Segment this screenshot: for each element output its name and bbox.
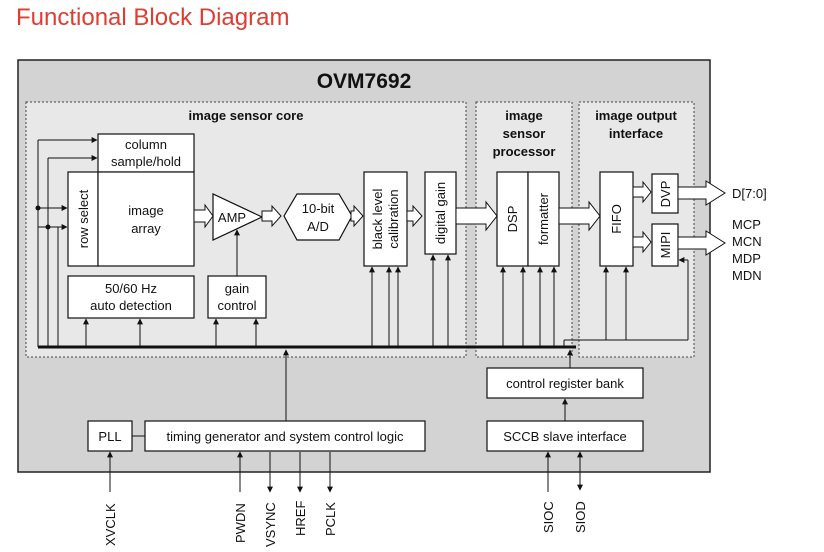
pin-siod: SIOD [573,501,588,533]
mipi-output-mcn: MCN [732,234,762,249]
auto-detection-label-1: 50/60 Hz [105,281,157,296]
amp-block [212,193,264,241]
diagram-title: Functional Block Diagram [16,4,290,31]
output-control-lines [563,257,689,347]
formatter-to-fifo-arrow [558,200,601,232]
timing-generator-label: timing generator and system control logi… [166,429,404,444]
image-array-block [97,171,195,267]
black-level-label-2: calibration [386,189,401,248]
sccb-interface-label: SCCB slave interface [503,429,627,444]
fifo-label: FIFO [609,204,624,234]
pll-label: PLL [98,429,121,444]
pll-block [87,420,133,452]
row-select-block [67,171,99,267]
mipi-output-arrow [677,230,726,256]
digital-gain-label: digital gain [433,182,448,244]
formatter-label: formatter [536,192,551,245]
section-output-label-1: image output [595,108,677,123]
section-processor-label-1: image [505,108,543,123]
section-processor-label-3: processor [493,144,556,159]
row-select-label: row select [76,189,91,248]
digital-gain-block [424,171,457,255]
mipi-output-mcp: MCP [732,217,761,232]
pin-vsync: VSYNC [263,502,278,547]
timing-generator-block [144,420,426,452]
mipi-label: MIPI [658,232,673,259]
fifo-to-mipi-arrow [632,230,652,254]
chip-name: OVM7692 [317,70,412,93]
pin-xvclk: XVCLK [103,503,118,546]
pin-pwdn: PWDN [233,503,248,543]
dvp-label: DVP [658,181,673,208]
column-label-2: sample/hold [111,154,181,169]
digital-gain-to-dsp-arrow [455,200,498,232]
fifo-to-dvp-arrow [632,180,652,204]
sccb-interface-block [486,420,644,452]
control-register-bank-label: control register bank [506,376,624,391]
image-array-label-2: array [131,221,161,236]
pin-lines [107,451,583,493]
section-output-label-2: interface [609,126,663,141]
pin-sioc: SIOC [541,501,556,533]
mipi-output-mdp: MDP [732,251,761,266]
auto-detection-block [67,275,195,319]
mipi-output-mdn: MDN [732,268,762,283]
dsp-block [496,171,529,267]
amp-to-adc-arrow [261,204,282,228]
column-label-1: column [125,137,167,152]
black-level-label-1: black level [370,189,385,250]
adc-label-1: 10-bit [302,201,335,216]
section-processor-label-2: sensor [503,126,546,141]
dvp-block [651,173,679,214]
dvp-output-arrow [677,180,726,206]
control-lines-left [35,137,98,347]
black-level-to-digital-gain-arrow [406,204,423,228]
adc-to-black-level-arrow [350,204,364,228]
control-register-bank-block [486,367,644,399]
mipi-block [651,223,679,267]
image-array-label-1: image [128,203,163,218]
formatter-block [527,171,560,267]
auto-detection-label-2: auto detection [90,298,172,313]
dvp-output-label: D[7:0] [732,186,767,201]
array-to-amp-arrow [193,203,214,229]
control-arrows [83,254,557,347]
adc-label-2: A/D [307,219,329,234]
pin-href: HREF [293,501,308,536]
pin-pclk: PCLK [323,502,338,536]
gain-control-label-2: control [217,298,256,313]
amp-label: AMP [218,210,246,225]
black-level-calibration-block [363,171,408,267]
gain-control-label-1: gain [225,281,250,296]
dsp-label: DSP [505,206,520,233]
adc-block [283,193,353,241]
section-sensor-core-label: image sensor core [189,108,304,123]
fifo-block [599,171,634,267]
